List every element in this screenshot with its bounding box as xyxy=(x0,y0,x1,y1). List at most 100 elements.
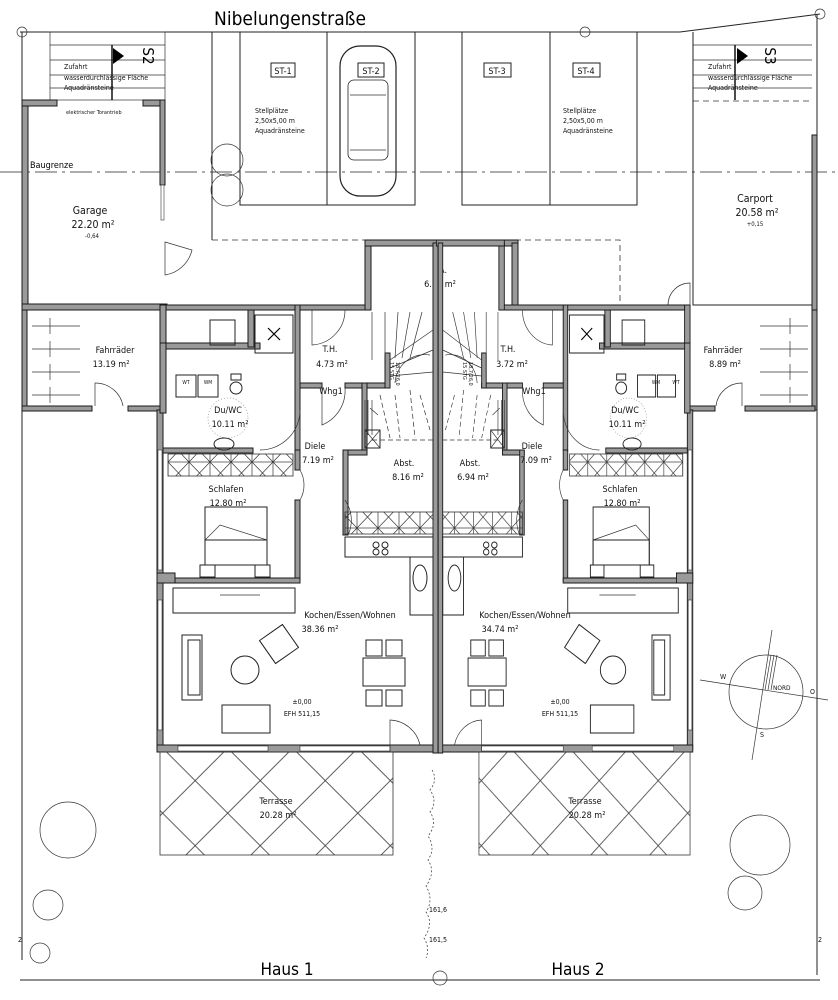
parking-labels-3-label: ST-4 xyxy=(577,67,594,77)
tree-icon xyxy=(32,889,64,921)
houses-0-terrace-name-label: Terrasse xyxy=(258,797,292,807)
houses-1-bath-name-label: Du/WC xyxy=(611,406,639,416)
carport-area-label: 20.58 m² xyxy=(735,207,778,219)
baugrenze-label: Baugrenze xyxy=(30,161,73,171)
carport-name-label: Carport xyxy=(737,193,773,205)
access_left-line3-label: Aquadränsteine xyxy=(64,84,114,92)
street-name: Nibelungenstraße xyxy=(214,8,366,30)
tree-icon xyxy=(39,801,97,859)
house-1-plan xyxy=(156,239,441,856)
houses-0-diele-name-label: Diele xyxy=(305,442,326,452)
house-label: Haus 1 xyxy=(260,960,313,980)
bikes_right-name-label: Fahrräder xyxy=(704,346,744,356)
hedge_levels-0-label: 161,6 xyxy=(429,906,447,914)
parking-left_note-line2-label: 2,50x5,00 m xyxy=(255,117,295,125)
parking-labels-0-label: ST-1 xyxy=(274,67,291,77)
houses-0-efh-label: EFH 511,15 xyxy=(284,710,320,718)
houses-1-bath-wm-label: WM xyxy=(652,380,660,386)
houses-0-th-name-label: T.H. xyxy=(322,345,338,355)
houses-0-schlafen-area-label: 12.80 m² xyxy=(210,499,247,509)
tree-icon xyxy=(729,814,791,876)
houses-1-schlafen-name-label: Schlafen xyxy=(603,485,638,495)
garage-name-label: Garage xyxy=(73,205,108,217)
compass-e-label: O xyxy=(810,688,815,696)
tree-icon xyxy=(210,173,244,207)
houses-1-efh-label: EFH 511,15 xyxy=(542,710,578,718)
north-arrow-compass: W NORD O S xyxy=(699,629,829,761)
bikes_left-name-label: Fahrräder xyxy=(96,346,136,356)
houses-1-th-area-label: 3.72 m² xyxy=(496,360,528,370)
houses-0-bath-wt-label: WT xyxy=(182,380,189,386)
section-arrow-icon xyxy=(737,48,748,64)
bikes_right-area-label: 8.89 m² xyxy=(709,360,741,370)
houses-0-stair-line1-label: 15 STG xyxy=(388,362,394,380)
compass-north-label: NORD xyxy=(773,684,791,692)
parking-left_note-line1-label: Stellplätze xyxy=(255,107,288,115)
hedge_levels-1-label: 161,5 xyxy=(429,936,447,944)
access_right-line3-label: Aquadränsteine xyxy=(708,84,758,92)
houses-1-bath-wt-label: WT xyxy=(672,380,679,386)
hedge: 161,6 161,5 xyxy=(423,769,448,986)
garage-level-label: -0,64 xyxy=(85,233,100,240)
houses-1-terrace-area-label: 20.28 m² xyxy=(569,811,606,821)
access_right-line1-label: Zufahrt xyxy=(708,63,732,71)
access_left-line2-label: wasserdurchlässige Fläche xyxy=(64,74,148,82)
bicycle-icon xyxy=(760,318,808,334)
parking-left_note-line3-label: Aquadränsteine xyxy=(255,127,305,135)
houses-1-th-name-label: T.H. xyxy=(500,345,516,355)
compass-w-label: W xyxy=(720,673,727,681)
houses-0-diele-area-label: 7.19 m² xyxy=(302,456,334,466)
carport: S3 Zufahrt wasserdurchlässige Fläche Aqu… xyxy=(667,32,818,311)
houses-0-whg-label: Whg1 xyxy=(319,387,342,397)
houses-0-abst-name-label: Abst. xyxy=(394,459,415,469)
houses-1-level-label: ±0,00 xyxy=(550,698,569,706)
houses-1-terrace-name-label: Terrasse xyxy=(567,797,601,807)
boundary-marker xyxy=(16,26,28,38)
houses-1-diele-area-label: 7.09 m² xyxy=(520,456,552,466)
house-label: Haus 2 xyxy=(551,960,604,980)
car-icon xyxy=(339,45,397,197)
houses-0-terrace-area-label: 20.28 m² xyxy=(260,811,297,821)
house-2-plan xyxy=(435,239,694,856)
grid-marker: 2 xyxy=(818,936,822,944)
houses-0-bath-name-label: Du/WC xyxy=(214,406,242,416)
house-1-labels: T.H. 4.73 m² Whg1 15 STG 18,7/26,0 WT WM… xyxy=(182,345,423,980)
boundary-marker xyxy=(579,26,591,38)
section-marker: S3 xyxy=(761,47,779,64)
parking-right_note-line3-label: Aquadränsteine xyxy=(563,127,613,135)
houses-1-abst-name-label: Abst. xyxy=(460,459,481,469)
bicycle-icon xyxy=(32,364,80,380)
tree-icon xyxy=(29,942,51,964)
access-left: S2 Zufahrt wasserdurchlässige Fläche Aqu… xyxy=(49,31,166,116)
houses-1-abst-area-label: 6.94 m² xyxy=(457,473,489,483)
bicycle-icon xyxy=(760,364,808,380)
houses-0-living-name-label: Kochen/Essen/Wohnen xyxy=(304,611,395,621)
bike-room-right: Fahrräder 8.89 m² xyxy=(689,309,818,412)
parking-right_note-line2-label: 2,50x5,00 m xyxy=(563,117,603,125)
garage-area-label: 22.20 m² xyxy=(71,219,114,231)
compass-s-label: S xyxy=(760,731,764,739)
property-boundary xyxy=(20,13,821,981)
parking-right_note-line1-label: Stellplätze xyxy=(563,107,596,115)
section-marker: S2 xyxy=(139,47,157,64)
houses-1-schlafen-area-label: 12.80 m² xyxy=(604,499,641,509)
houses-0-schlafen-name-label: Schlafen xyxy=(209,485,244,495)
garage: Baugrenze Garage 22.20 m² -0,64 xyxy=(21,99,193,311)
grid-marker: 2 xyxy=(18,936,22,944)
houses-0-stair-line2-label: 18,7/26,0 xyxy=(394,362,400,386)
houses-0-bath-wm-label: WM xyxy=(204,380,212,386)
access_left-line1-label: Zufahrt xyxy=(64,63,88,71)
parking-right: ST-3 ST-4 Stellplätze 2,50x5,00 m Aquadr… xyxy=(461,32,638,206)
access_right-line2-label: wasserdurchlässige Fläche xyxy=(708,74,792,82)
houses-1-living-name-label: Kochen/Essen/Wohnen xyxy=(479,611,570,621)
houses-0-level-label: ±0,00 xyxy=(292,698,311,706)
bicycle-icon xyxy=(32,387,80,403)
houses-1-diele-name-label: Diele xyxy=(522,442,543,452)
parking-labels-1-label: ST-2 xyxy=(362,67,379,77)
houses-0-th-area-label: 4.73 m² xyxy=(316,360,348,370)
bicycle-icon xyxy=(760,387,808,403)
access_left-gate-label: elektrischer Torantrieb xyxy=(66,110,122,116)
boundary-marker xyxy=(814,8,826,20)
houses-1-living-area-label: 34.74 m² xyxy=(482,625,519,635)
